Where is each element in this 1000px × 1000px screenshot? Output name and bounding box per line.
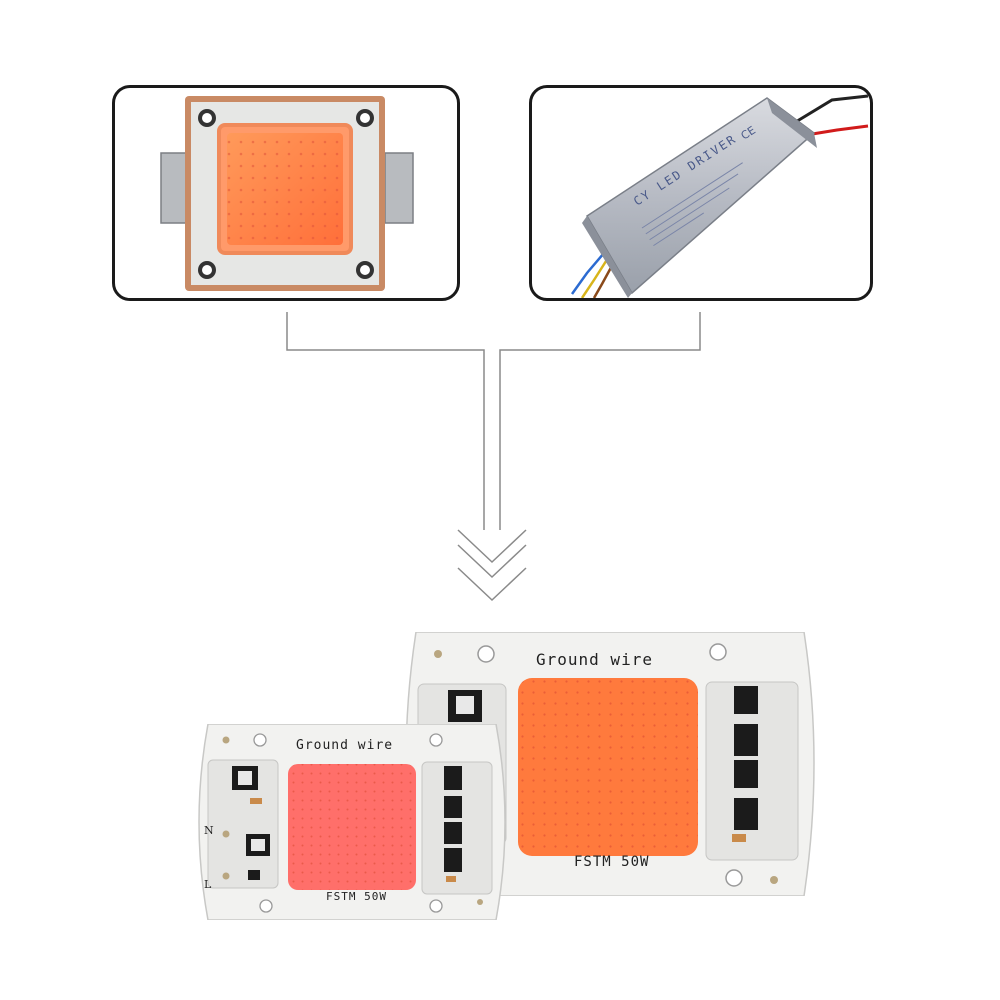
small-board-ground-label: Ground wire [296, 738, 394, 753]
led-chip-image [160, 96, 414, 291]
pin-l-label: L [204, 878, 212, 891]
led-chip-panel [112, 85, 460, 301]
pin-n-label: N [204, 824, 214, 837]
led-driver-panel: CY LED DRIVER CE [529, 85, 873, 301]
small-board-model-label: FSTM 50W [326, 890, 387, 903]
large-board-model-label: FSTM 50W [574, 854, 650, 870]
chevron-down-icon [457, 544, 527, 579]
small-led-board: Ground wire FSTM 50W N L [190, 724, 514, 920]
connector-line-right [499, 312, 701, 530]
chevron-down-icon [457, 529, 527, 564]
connector-line-left [286, 312, 485, 530]
large-led-board: Ground wire FSTM 50W [396, 632, 824, 896]
large-board-ground-label: Ground wire [536, 650, 653, 669]
chevron-down-icon [457, 567, 527, 602]
led-driver-image: CY LED DRIVER CE [570, 94, 869, 298]
connector-arrows [286, 312, 701, 602]
